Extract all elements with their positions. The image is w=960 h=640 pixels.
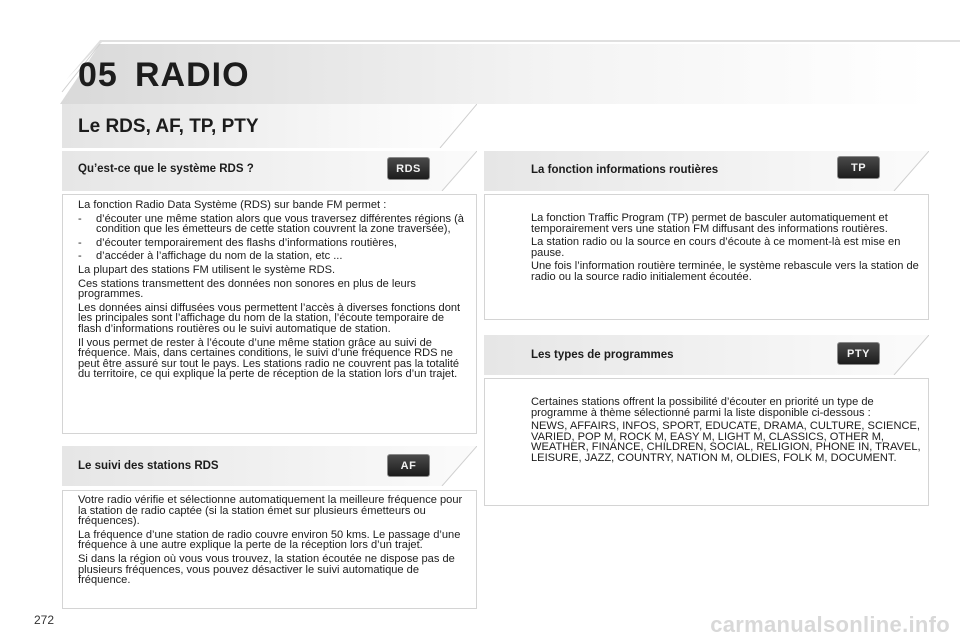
rds-paragraph: Il vous permet de rester à l’écoute d’un… <box>78 336 460 381</box>
rds-badge-label: RDS <box>396 162 421 175</box>
tp-paragraph: La fonction Traffic Program (TP) permet … <box>531 212 888 235</box>
tp-section-title: La fonction informations routières <box>531 164 719 176</box>
list-item-text: d’accéder à l’affichage du nom de la sta… <box>96 250 343 263</box>
af-section-title: Le suivi des stations RDS <box>78 460 219 472</box>
rds-paragraph: La plupart des stations FM utilisent le … <box>78 263 336 276</box>
rds-body: La fonction Radio Data Système (RDS) sur… <box>78 200 470 383</box>
rds-paragraph: Ces stations transmettent des données no… <box>78 277 416 301</box>
tp-content-box <box>484 194 929 320</box>
page-number: 272 <box>34 613 55 627</box>
chapter-header-band <box>60 40 960 104</box>
list-item-text: d’écouter temporairement des flashs d’in… <box>96 236 397 249</box>
tp-body: La fonction Traffic Program (TP) permet … <box>531 212 921 286</box>
list-item: - d’écouter une même station alors que vo… <box>78 212 470 236</box>
rds-heading-band <box>62 151 477 191</box>
rds-paragraph: Les données ainsi diffusées vous permett… <box>78 301 461 335</box>
af-body: Votre radio vérifie et sélectionne autom… <box>78 494 470 589</box>
pty-badge-label: PTY <box>847 347 870 360</box>
pty-section-title: Les types de programmes <box>531 349 674 361</box>
pty-badge-icon: PTY <box>837 342 880 365</box>
chapter-number: 05 <box>78 56 118 94</box>
af-paragraph: Si dans la région où vous vous trouvez, … <box>78 552 455 587</box>
af-content-box <box>62 490 477 609</box>
rds-intro: La fonction Radio Data Système (RDS) sur… <box>78 199 387 211</box>
list-item: - d’écouter temporairement des flashs d’i… <box>78 236 470 249</box>
tp-badge-label: TP <box>850 161 867 174</box>
af-paragraph: Votre radio vérifie et sélectionne autom… <box>78 494 463 528</box>
pty-paragraph: Certaines stations offrent la possibilit… <box>531 396 874 419</box>
pty-genre-list: NEWS, AFFAIRS, INFOS, SPORT, EDUCATE, DR… <box>531 420 921 464</box>
af-paragraph: La fréquence d’une station de radio couv… <box>78 528 461 552</box>
af-heading-band <box>62 446 477 486</box>
chapter-title: RADIO <box>135 56 250 94</box>
rds-content-box <box>62 194 477 434</box>
af-badge-icon: AF <box>387 454 430 477</box>
page-heading-band <box>62 104 477 148</box>
rds-badge-icon: RDS <box>387 157 430 180</box>
pty-content-box <box>484 378 929 506</box>
pty-body: Certaines stations offrent la possibilit… <box>531 396 923 467</box>
watermark: carmanualsonline.info <box>710 612 950 637</box>
list-item-text: d’écouter une même station alors que vou… <box>96 212 464 236</box>
list-marker: - <box>78 236 82 249</box>
list-marker: - <box>78 250 82 263</box>
list-item: - d’accéder à l’affichage du nom de la st… <box>78 251 470 262</box>
tp-heading-band <box>484 151 929 191</box>
list-marker: - <box>78 212 82 225</box>
tp-paragraph: Une fois l’information routière terminée… <box>531 260 919 283</box>
tp-paragraph: La station radio ou la source en cours d… <box>531 236 901 259</box>
page-title: Le RDS, AF, TP, PTY <box>78 116 259 137</box>
rds-section-title: Qu’est-ce que le système RDS ? <box>78 163 254 175</box>
pty-heading-band <box>484 335 929 375</box>
af-badge-label: AF <box>400 459 417 472</box>
tp-badge-icon: TP <box>837 156 880 179</box>
